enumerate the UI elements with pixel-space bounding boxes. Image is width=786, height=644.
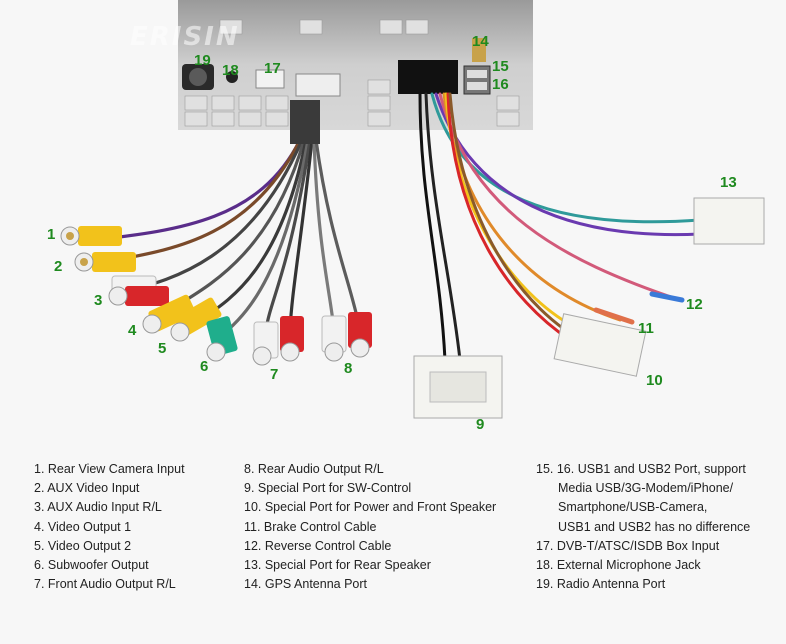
legend-item: 4. Video Output 1 — [34, 519, 132, 534]
callout-18: 18 — [222, 62, 239, 79]
legend-item: 17. DVB-T/ATSC/ISDB Box Input — [536, 538, 720, 553]
connector-sw-control — [413, 355, 503, 419]
legend-column-3: 15. 16. USB1 and USB2 Port, support Medi… — [536, 460, 750, 594]
rca-plug-rear-audio — [321, 312, 372, 362]
callout-15: 15 — [492, 58, 509, 75]
legend-item-continuation: Smartphone/USB-Camera, — [558, 500, 708, 515]
callout-19: 19 — [194, 52, 211, 69]
legend-item: 19. Radio Antenna Port — [536, 577, 666, 592]
rca-plug-aux-video — [74, 252, 136, 272]
rca-plug-front-audio — [252, 316, 304, 366]
callout-12: 12 — [686, 296, 703, 313]
head-unit-chassis — [178, 0, 533, 130]
connector-rear-speaker — [693, 197, 765, 245]
callout-1: 1 — [47, 226, 56, 243]
callout-11: 11 — [638, 320, 654, 337]
callout-2: 2 — [54, 258, 63, 275]
legend-item: 5. Video Output 2 — [34, 538, 132, 553]
rca-plug-subwoofer — [206, 316, 238, 362]
legend-item: 9. Special Port for SW-Control — [244, 481, 412, 496]
connector-power-front-speaker — [553, 313, 647, 377]
legend-item: 7. Front Audio Output R/L — [34, 577, 176, 592]
callout-17: 17 — [264, 60, 281, 77]
callout-8: 8 — [344, 360, 353, 377]
legend-item-continuation: Media USB/3G-Modem/iPhone/ — [558, 481, 734, 496]
legend-item: 18. External Microphone Jack — [536, 558, 701, 573]
callout-13: 13 — [720, 174, 737, 191]
legend-item: 13. Special Port for Rear Speaker — [244, 558, 431, 573]
legend-item: 11. Brake Control Cable — [244, 519, 377, 534]
callout-7: 7 — [270, 366, 279, 383]
reverse-cable-tip — [649, 291, 685, 303]
legend-item: 15. 16. USB1 and USB2 Port, support — [536, 462, 746, 476]
rca-plug-video-out-2 — [170, 297, 222, 342]
brand-watermark: ERISIN — [130, 22, 240, 52]
callout-10: 10 — [646, 372, 663, 389]
brake-cable-tip — [593, 307, 635, 325]
rca-plug-rear-camera — [60, 226, 122, 246]
legend-item: 8. Rear Audio Output R/L — [244, 462, 384, 476]
legend-item: 6. Subwoofer Output — [34, 558, 149, 573]
legend-item: 14. GPS Antenna Port — [244, 577, 367, 592]
legend-item-continuation: USB1 and USB2 has no difference — [558, 519, 751, 534]
rca-plug-aux-audio — [108, 275, 169, 306]
callout-16: 16 — [492, 76, 509, 93]
harness-illustration — [60, 0, 765, 419]
legend-column-2: 8. Rear Audio Output R/L 9. Special Port… — [244, 460, 496, 594]
callout-14: 14 — [472, 33, 489, 50]
legend-column-1: 1. Rear View Camera Input 2. AUX Video I… — [34, 460, 185, 594]
callout-4: 4 — [128, 322, 137, 339]
callout-9: 9 — [476, 416, 485, 433]
rca-plug-video-out-1 — [142, 294, 196, 334]
legend-item: 12. Reverse Control Cable — [244, 538, 392, 553]
callout-5: 5 — [158, 340, 167, 357]
legend-item: 1. Rear View Camera Input — [34, 462, 185, 476]
callout-3: 3 — [94, 292, 103, 309]
legend-item: 3. AUX Audio Input R/L — [34, 500, 162, 515]
callout-6: 6 — [200, 358, 209, 375]
right-harness-cables — [418, 92, 702, 362]
legend-item: 2. AUX Video Input — [34, 481, 140, 496]
legend-item: 10. Special Port for Power and Front Spe… — [244, 500, 497, 515]
rca-plugs — [60, 226, 372, 366]
